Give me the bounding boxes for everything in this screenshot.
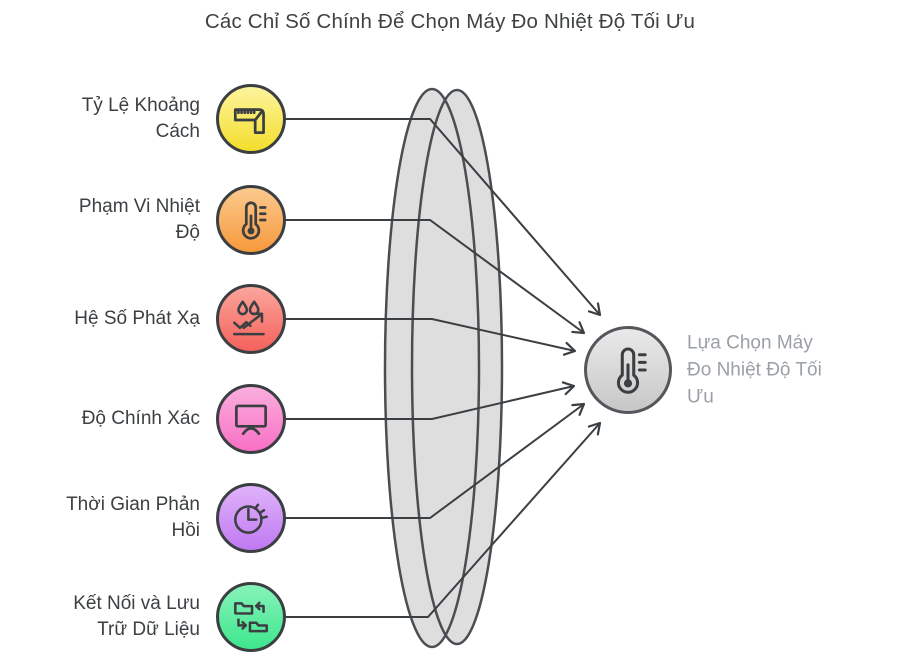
label-line: Cách: [155, 121, 200, 142]
label-line: Độ: [175, 222, 200, 243]
factor-label-response-time: Thời Gian Phản Hồi: [30, 492, 200, 544]
emissivity-icon: [233, 300, 265, 336]
label-line: Độ Chính Xác: [81, 408, 200, 429]
connector-lines: [282, 118, 602, 618]
connector-line-5: [282, 402, 586, 519]
page-title: Các Chỉ Số Chính Để Chọn Máy Đo Nhiệt Độ…: [204, 10, 696, 33]
connector-line-6: [282, 421, 602, 618]
result-label-optimal-choice: Lựa Chọn Máy Đo Nhiệt Độ Tối Ưu: [687, 330, 872, 411]
factor-label-connectivity: Kết Nối và Lưu Trữ Dữ Liệu: [30, 591, 200, 643]
factor-circle-connectivity: [216, 582, 286, 652]
connector-line-2: [282, 219, 586, 335]
factor-circle-emissivity: [216, 284, 286, 354]
label-line: Phạm Vi Nhiệt: [78, 196, 200, 217]
result-circle-optimal-choice: [584, 326, 672, 414]
factor-label-emissivity: Hệ Số Phát Xạ: [30, 306, 200, 332]
label-line: Lựa Chọn Máy: [687, 332, 813, 354]
label-line: Thời Gian Phản: [66, 494, 200, 515]
factor-circle-response-time: [216, 483, 286, 553]
factor-circle-distance-ratio: [216, 84, 286, 154]
connector-line-4: [282, 381, 576, 420]
timer-icon: [234, 503, 268, 534]
factor-circle-accuracy: [216, 384, 286, 454]
factor-label-temp-range: Phạm Vi Nhiệt Độ: [30, 194, 200, 246]
connector-line-1: [282, 118, 602, 317]
monitor-icon: [235, 404, 267, 435]
label-line: Kết Nối và Lưu: [73, 593, 200, 614]
label-line: Ưu: [687, 386, 714, 408]
ruler-icon: [233, 108, 265, 134]
factor-label-distance-ratio: Tỷ Lệ Khoảng Cách: [30, 93, 200, 145]
label-line: Tỷ Lệ Khoảng: [81, 95, 200, 116]
lens-shape: [383, 87, 504, 649]
connector-line-3: [282, 318, 577, 356]
label-line: Hồi: [171, 520, 200, 541]
thermometer-icon: [617, 347, 647, 394]
label-line: Đo Nhiệt Độ Tối: [687, 359, 822, 381]
thermometer-icon: [241, 201, 267, 240]
factor-label-accuracy: Độ Chính Xác: [30, 406, 200, 432]
label-line: Trữ Dữ Liệu: [97, 619, 200, 640]
factor-circle-temp-range: [216, 185, 286, 255]
folders-sync-icon: [234, 601, 268, 633]
label-line: Hệ Số Phát Xạ: [74, 308, 200, 329]
